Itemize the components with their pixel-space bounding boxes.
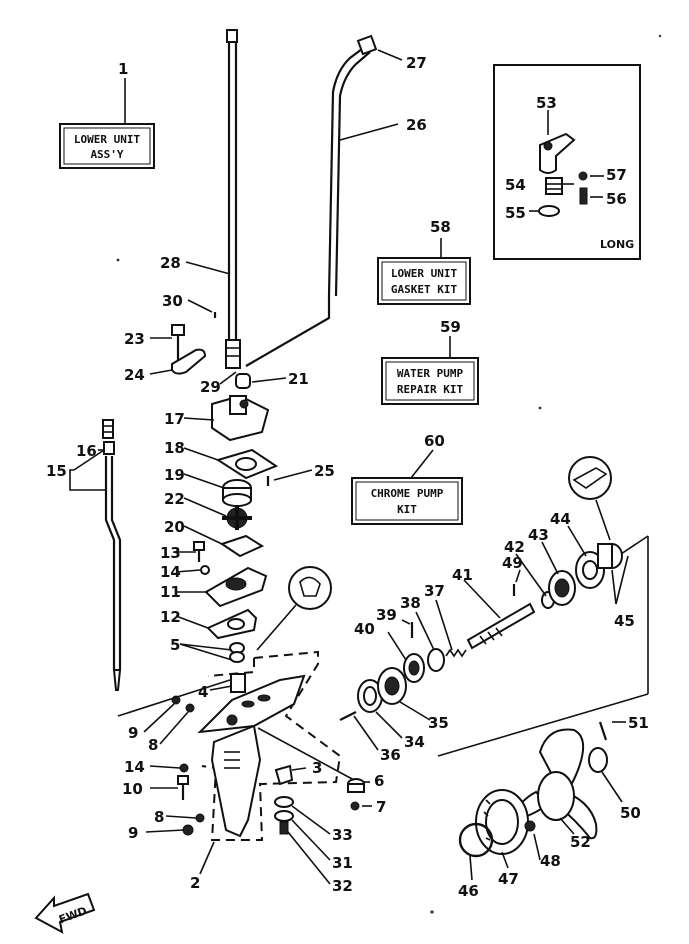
box-text: CHROME PUMP	[371, 487, 444, 500]
callout: 48	[540, 852, 561, 870]
box-text: ASS'Y	[90, 148, 123, 161]
callout: 46	[458, 882, 479, 900]
callout: 14	[124, 758, 145, 776]
callout: 21	[288, 370, 309, 388]
callout: 30	[162, 292, 183, 310]
callout: 57	[606, 166, 627, 184]
callout: 23	[124, 330, 145, 348]
callout-numbers: 1 2 3 4 5 6 7 8 8 9 9 10 11 12 13 14 14 …	[46, 54, 649, 900]
callout: 24	[124, 366, 145, 384]
callout: 39	[376, 606, 397, 624]
callout: 56	[606, 190, 627, 208]
box-chrome-pump-kit: CHROME PUMP KIT	[351, 449, 463, 525]
callout: 33	[332, 826, 353, 844]
callout: 35	[428, 714, 449, 732]
callout: 51	[628, 714, 649, 732]
callout: 54	[505, 176, 526, 194]
box-text: LOWER UNIT	[74, 133, 141, 146]
callout: 27	[406, 54, 427, 72]
callout: 37	[424, 582, 445, 600]
box-text: REPAIR KIT	[397, 383, 464, 396]
callout: 8	[154, 808, 164, 826]
water-tube	[245, 34, 378, 367]
callout: 9	[128, 824, 138, 842]
callout: 44	[550, 510, 571, 528]
callout: 5	[170, 636, 180, 654]
shift-rod	[102, 419, 122, 691]
callout: 4	[198, 683, 208, 701]
scan-specks	[116, 34, 662, 914]
callout: 2	[190, 874, 200, 892]
drive-shaft	[225, 29, 241, 369]
callout: 20	[164, 518, 185, 536]
propeller-shaft-assembly	[257, 456, 649, 781]
fwd-arrow: FWD	[34, 892, 96, 934]
callout: 32	[332, 877, 353, 895]
box-text: LOWER UNIT	[391, 267, 458, 280]
callout: 8	[148, 736, 158, 754]
box-lower-unit-assy: LOWER UNIT ASS'Y	[59, 78, 155, 169]
inset-long-version: LONG	[493, 64, 641, 260]
propeller	[458, 721, 608, 858]
callout: 58	[430, 218, 451, 236]
callout: 36	[380, 746, 401, 764]
callout: 41	[452, 566, 473, 584]
callout: 9	[128, 724, 138, 742]
callout: 34	[404, 733, 425, 751]
callout: 59	[440, 318, 461, 336]
callout: 16	[76, 442, 97, 460]
callout: 29	[200, 378, 221, 396]
callout: 15	[46, 462, 67, 480]
callout: 52	[570, 833, 591, 851]
callout: 11	[160, 583, 181, 601]
callout: 22	[164, 490, 185, 508]
callout: 17	[164, 410, 185, 428]
callout: 31	[332, 854, 353, 872]
box-text: WATER PUMP	[397, 367, 464, 380]
callout: 13	[160, 544, 181, 562]
callout: 45	[614, 612, 635, 630]
callout: 18	[164, 439, 185, 457]
box-text: KIT	[397, 503, 417, 516]
water-pump-stack	[171, 312, 332, 693]
callout: 53	[536, 94, 557, 112]
callout: 10	[122, 780, 143, 798]
callout: 40	[354, 620, 375, 638]
callout: 42	[504, 538, 525, 556]
callout: 1	[118, 60, 128, 78]
callout: 60	[424, 432, 445, 450]
callout: 50	[620, 804, 641, 822]
box-water-pump-kit: WATER PUMP REPAIR KIT	[381, 336, 479, 405]
callout: 28	[160, 254, 181, 272]
callout: 55	[505, 204, 526, 222]
box-text: GASKET KIT	[391, 283, 458, 296]
callout: 19	[164, 466, 185, 484]
callout: 47	[498, 870, 519, 888]
leader-lines	[69, 49, 629, 885]
callout: 26	[406, 116, 427, 134]
callout: 6	[374, 772, 384, 790]
lower-casing	[117, 650, 365, 841]
callout: 25	[314, 462, 335, 480]
callout: 43	[528, 526, 549, 544]
callout: 3	[312, 759, 322, 777]
inset-note: LONG	[600, 238, 634, 251]
callout: 12	[160, 608, 181, 626]
callout: 7	[376, 798, 386, 816]
callout: 49	[502, 554, 523, 572]
callout: 14	[160, 563, 181, 581]
box-gasket-kit: LOWER UNIT GASKET KIT	[377, 238, 471, 305]
callout: 38	[400, 594, 421, 612]
